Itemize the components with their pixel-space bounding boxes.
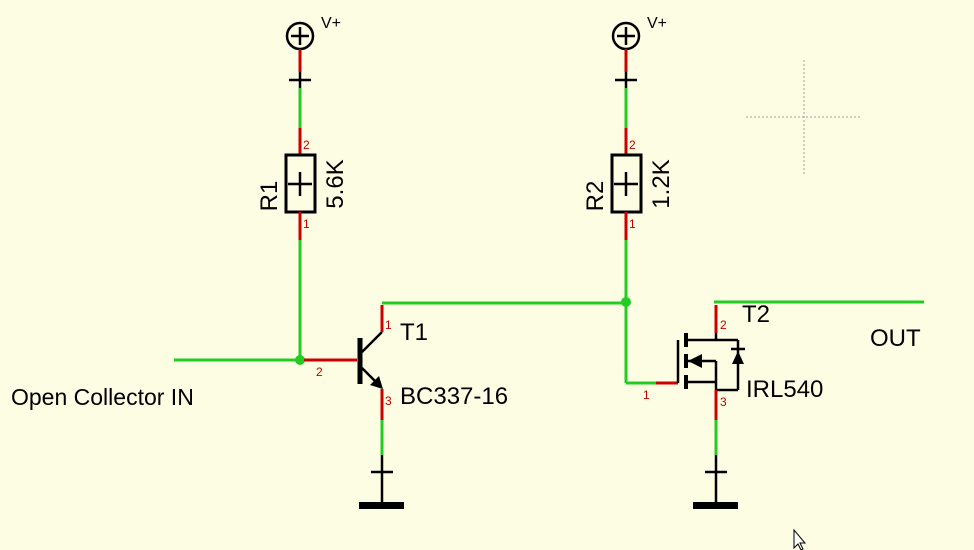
t2-pin-source: 3 xyxy=(720,395,727,409)
resistor-r2[interactable]: 2 1 R2 1.2K xyxy=(582,138,675,231)
supply-2-label: V+ xyxy=(647,15,667,32)
t1-pin-emitter: 3 xyxy=(385,394,392,408)
r2-ref: R2 xyxy=(582,181,609,212)
crosshair-icon xyxy=(746,60,862,176)
supply-1[interactable]: V+ xyxy=(285,15,341,51)
supply-1-label: V+ xyxy=(321,15,341,32)
r2-value: 1.2K xyxy=(648,159,675,208)
t2-ref: T2 xyxy=(742,301,770,328)
t1-pin-base: 2 xyxy=(316,365,323,379)
ground-icon xyxy=(693,455,738,509)
t1-part: BC337-16 xyxy=(400,383,508,410)
t2-pin-gate: 1 xyxy=(643,388,650,402)
input-label: Open Collector IN xyxy=(11,384,194,410)
t2-pin-drain: 2 xyxy=(720,318,727,332)
t2-part: IRL540 xyxy=(746,376,823,403)
r2-pin-bottom: 1 xyxy=(629,217,636,231)
output-label: OUT xyxy=(870,325,921,352)
r1-pin-bottom: 1 xyxy=(303,217,310,231)
r2-pin-top: 2 xyxy=(629,138,636,152)
t1-pin-collector: 1 xyxy=(385,318,392,332)
r1-ref: R1 xyxy=(256,181,283,212)
supply-2[interactable]: V+ xyxy=(611,15,667,51)
r1-pin-top: 2 xyxy=(303,138,310,152)
transistor-t2[interactable]: T2 IRL540 2 3 xyxy=(676,301,823,409)
t1-ref: T1 xyxy=(400,319,428,346)
ground-icon xyxy=(359,455,404,509)
cursor-arrow-icon xyxy=(793,528,807,550)
junction-dot xyxy=(621,297,631,307)
resistor-r1[interactable]: 2 1 R1 5.6K xyxy=(256,138,349,231)
transistor-t1[interactable]: T1 BC337-16 1 3 xyxy=(357,318,508,410)
junction-dot xyxy=(295,355,305,365)
r1-value: 5.6K xyxy=(322,159,349,208)
